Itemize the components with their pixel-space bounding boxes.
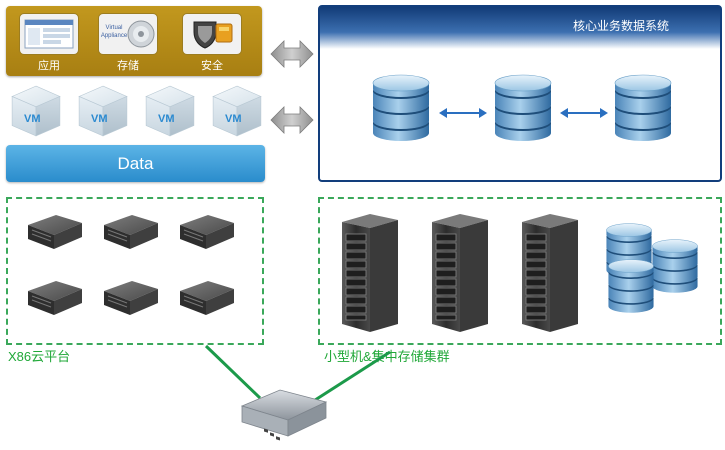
x86-cloud-platform-label: X86云平台 [8,349,71,364]
vm-label-1: VM [24,113,41,125]
vm-label-3: VM [158,113,175,125]
app-label-storage: 存储 [117,60,139,72]
vm-label-4: VM [225,113,242,125]
vm-cube-3: VM [144,84,196,138]
minicomputer-storage-cluster-group [318,197,722,345]
link-x86-to-switch [204,344,262,400]
app-label-application: 应用 [38,60,60,72]
security-shield-icon [182,13,242,55]
core-panel-title: 核心业务数据系统 [572,19,669,33]
minicomputer-storage-cluster-label: 小型机&集中存储集群 [324,349,450,364]
core-panel-header [320,7,720,49]
link-switch-to-cluster [311,350,391,404]
app-tile-storage[interactable]: Virtual Appliance 存储 [98,13,158,72]
vm-label-2: VM [91,113,108,125]
vm-cube-2: VM [77,84,129,138]
sync-arrow-db1-db2 [438,104,488,118]
data-bar: Data [6,145,265,182]
double-arrow-apps-to-core [270,38,314,70]
app-label-security: 安全 [201,60,223,72]
sync-arrow-db2-db3 [559,104,609,118]
network-switch-icon [236,384,330,442]
vm-cube-4: VM [211,84,263,138]
app-tile-security[interactable]: 安全 [182,13,242,72]
x86-cloud-platform-group [6,197,264,345]
thumb-text-appliance: Appliance [101,33,128,39]
app-tile-application[interactable]: 应用 [19,13,79,72]
data-bar-label: Data [117,153,154,173]
double-arrow-vm-to-core [270,104,314,136]
thumb-text-virtual: Virtual [106,25,123,31]
vm-cube-1: VM [10,84,62,138]
application-window-icon [19,13,79,55]
virtual-appliance-disc-icon: Virtual Appliance [98,13,158,55]
